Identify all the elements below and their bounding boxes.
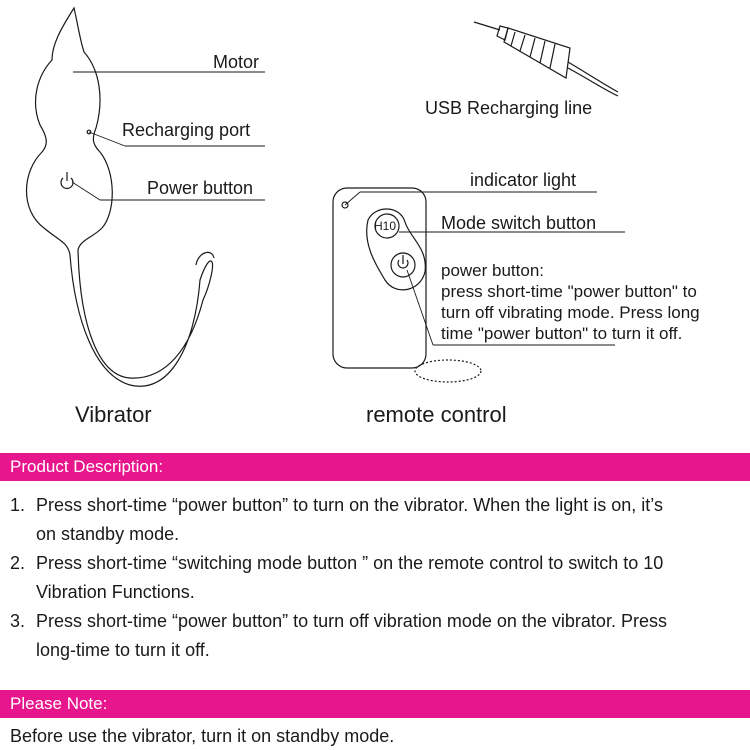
vibrator-caption: Vibrator (75, 402, 152, 427)
product-description-list: 1. Press short-time “power button” to tu… (10, 491, 740, 665)
power-leader (71, 181, 101, 201)
indicator-light-dot (341, 201, 349, 209)
list-item: 1. Press short-time “power button” to tu… (10, 491, 740, 549)
mode-button-text: H10 (374, 219, 397, 233)
list-item-number: 3. (10, 611, 26, 631)
motor-label: Motor (213, 52, 260, 72)
remote-lanyard (414, 359, 482, 383)
vibrator-tail-tip (195, 251, 215, 266)
usb-plug-body (503, 27, 571, 79)
mode-button-ring (374, 213, 400, 239)
please-note-title: Please Note: (10, 694, 108, 713)
vibrator-illustration (25, 6, 215, 387)
diagram-artwork (25, 6, 625, 387)
list-item-line-2: Vibration Functions. (36, 582, 195, 602)
power-button-label: Power button (147, 178, 254, 198)
list-item-line-2: on standby mode. (36, 524, 180, 544)
list-item: 2. Press short-time “switching mode butt… (10, 549, 740, 607)
list-item-line-1: Press short-time “switching mode button … (36, 553, 664, 573)
button-capsule (366, 208, 426, 291)
remote-illustration (332, 187, 482, 383)
vibrator-outline (25, 6, 214, 387)
please-note-text: Before use the vibrator, turn it on stan… (10, 726, 395, 746)
remote-power-line-3: time "power button" to turn it off. (441, 324, 683, 343)
product-description-header: Product Description: (0, 453, 750, 481)
remote-power-title: power button: (441, 261, 545, 280)
usb-recharging-label: USB Recharging line (425, 98, 593, 118)
remote-power-line-1: press short-time "power button" to (441, 282, 697, 301)
list-item-number: 2. (10, 553, 26, 573)
list-item-line-1: Press short-time “power button” to turn … (36, 495, 663, 515)
product-description-title: Product Description: (10, 457, 164, 476)
list-item: 3. Press short-time “power button” to tu… (10, 607, 740, 665)
recharging-port-dot (86, 129, 92, 135)
remote-body (332, 187, 427, 369)
list-item-line-2: long-time to turn it off. (36, 640, 210, 660)
remote-power-description: power button: press short-time "power bu… (441, 260, 746, 344)
list-item-line-1: Press short-time “power button” to turn … (36, 611, 667, 631)
remote-caption: remote control (366, 402, 507, 427)
please-note-header: Please Note: (0, 690, 750, 718)
vibrator-leaders (71, 71, 265, 201)
usb-cord (567, 61, 619, 93)
remote-power-line-2: turn off vibrating mode. Press long (441, 303, 700, 322)
vibrator-power-icon (60, 172, 74, 189)
list-item-number: 1. (10, 495, 26, 515)
recharge-leader (88, 131, 126, 147)
remote-leaders (344, 191, 625, 346)
remote-power-icon (397, 255, 409, 269)
usb-cable-illustration (473, 21, 619, 97)
mode-switch-label: Mode switch button (441, 213, 597, 233)
usb-pin (473, 21, 501, 31)
indicator-light-label: indicator light (470, 170, 577, 190)
product-diagram: Motor Recharging port Power button Vibra… (25, 6, 746, 427)
power-button-ring (390, 252, 416, 278)
recharging-port-label: Recharging port (122, 120, 251, 140)
